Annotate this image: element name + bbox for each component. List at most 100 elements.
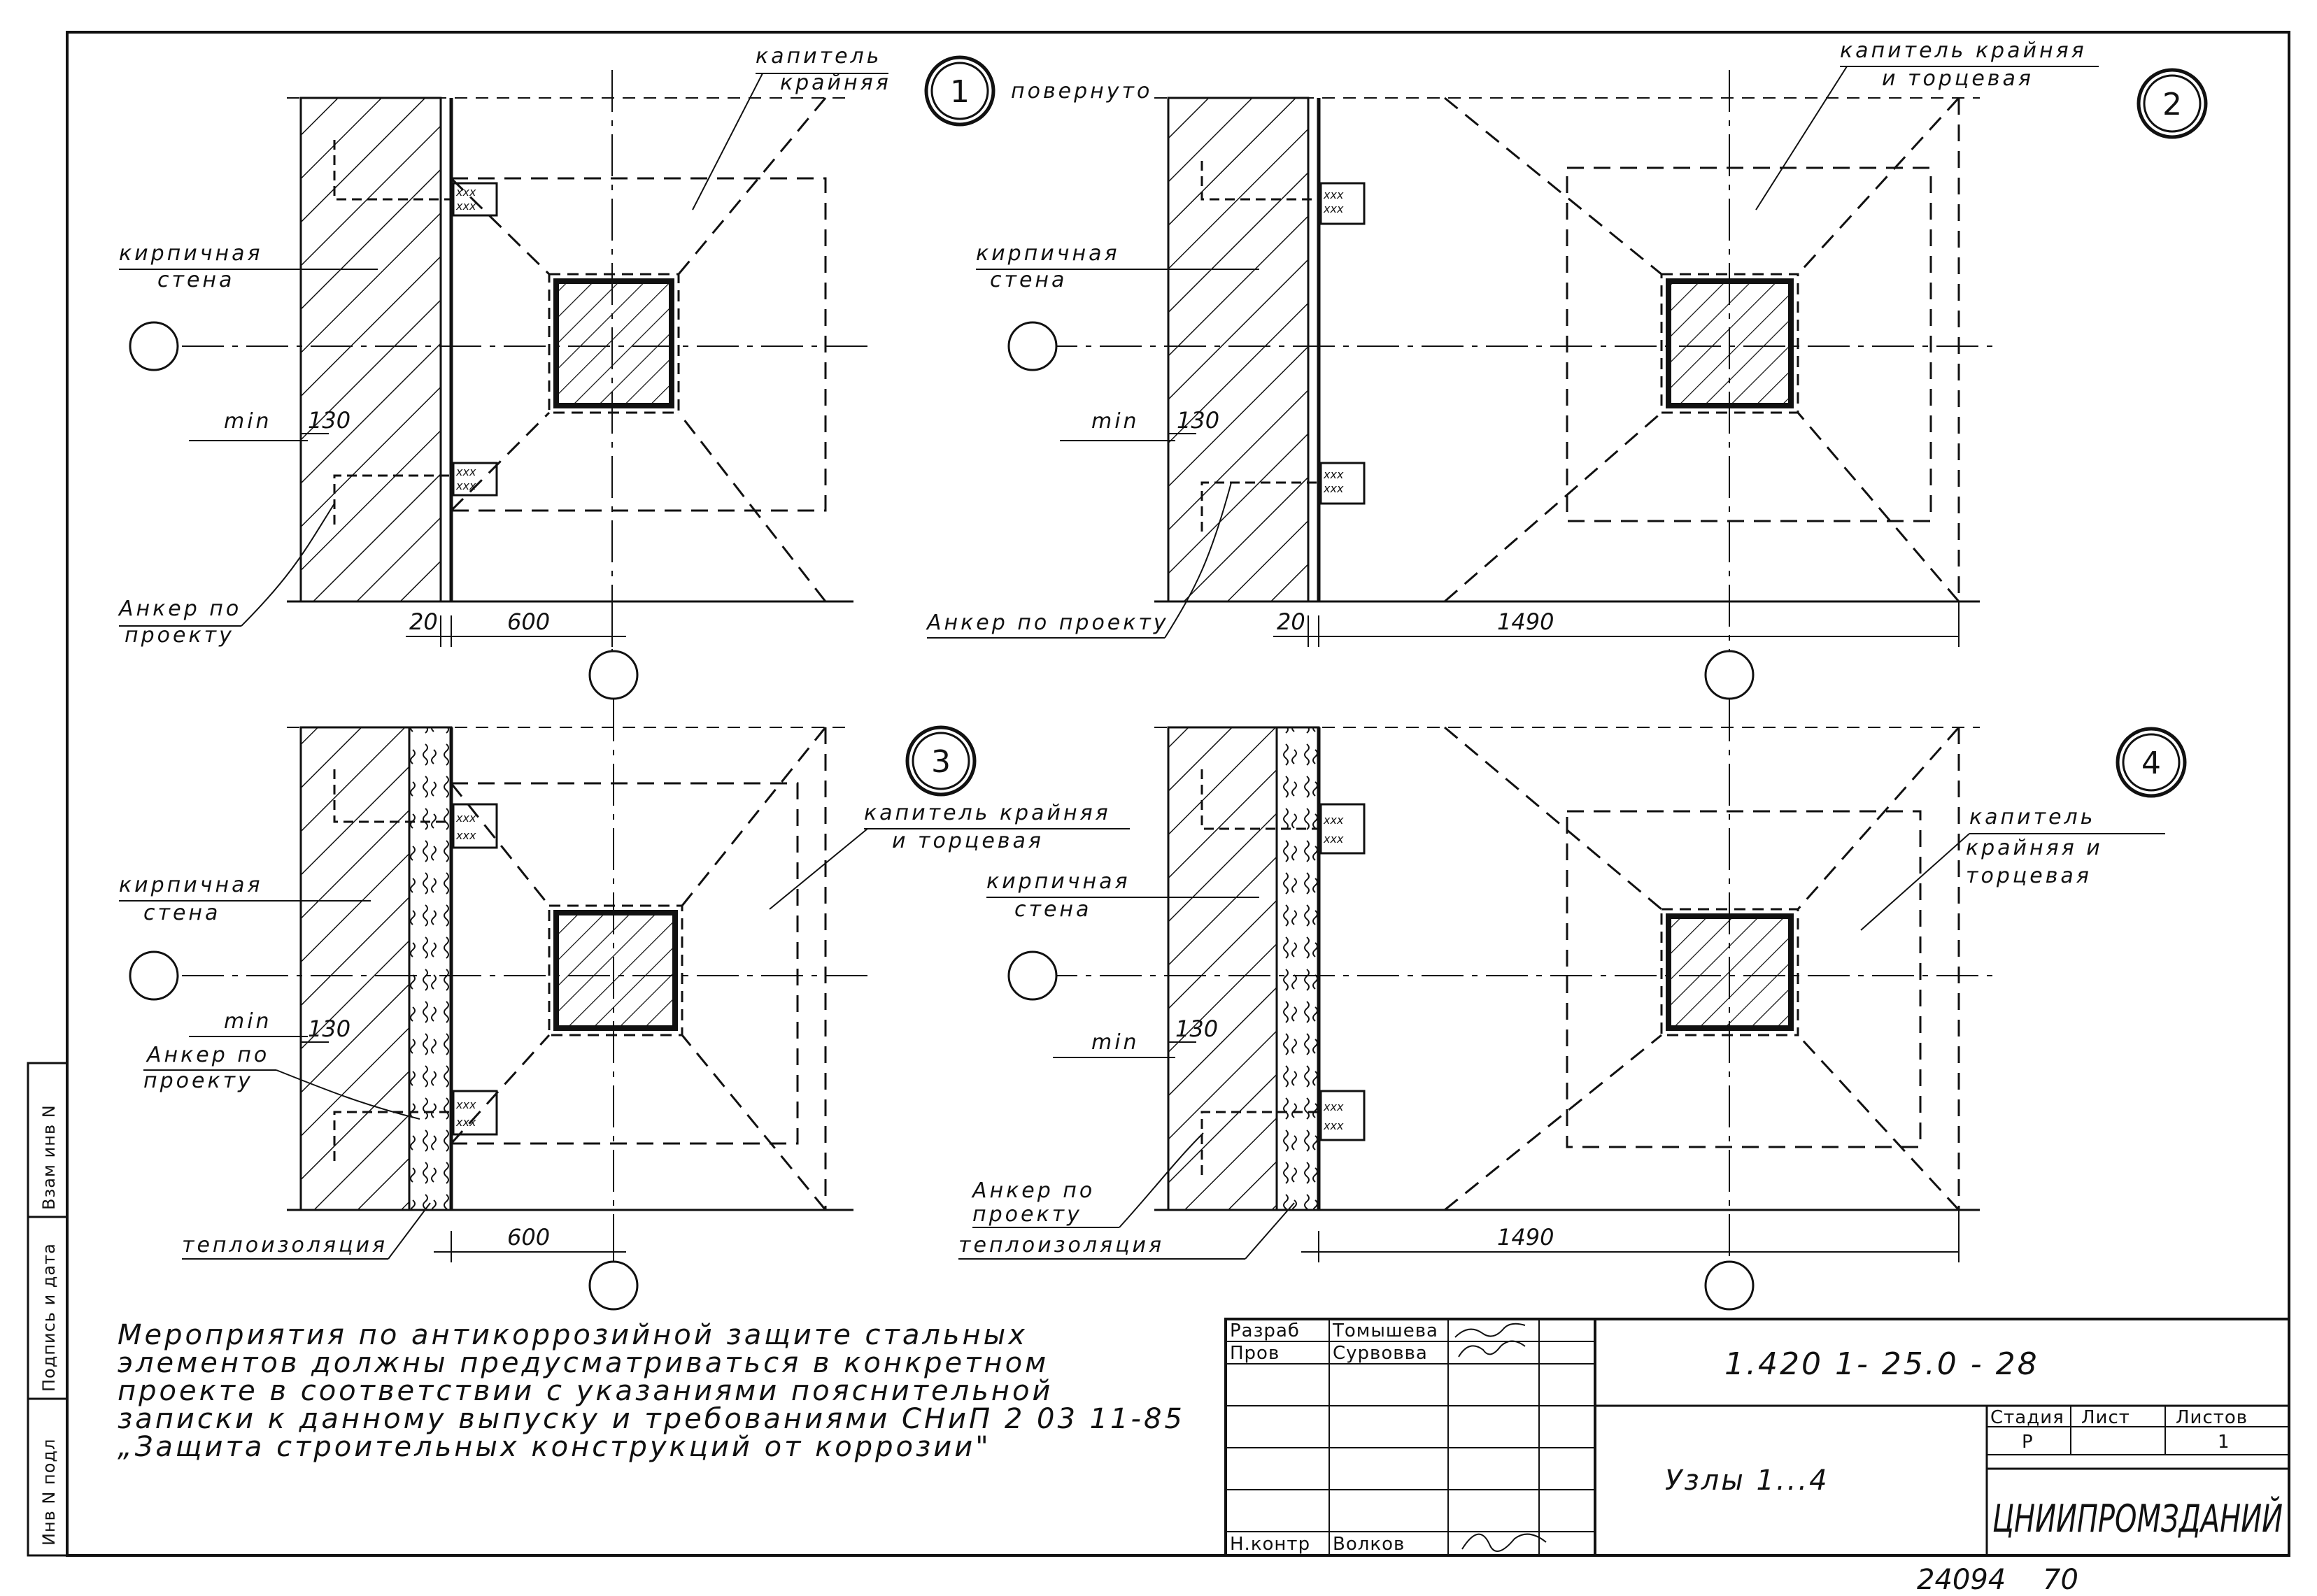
svg-text:xxx: xxx xyxy=(1323,468,1344,481)
svg-text:xxx: xxx xyxy=(455,1116,476,1129)
column-section xyxy=(553,910,678,1031)
sheets-value: 1 xyxy=(2218,1432,2230,1453)
node-number-badge xyxy=(2116,727,2187,798)
brick-wall xyxy=(299,726,411,1211)
node-number: 3 xyxy=(931,744,951,780)
capital-label-line-2: крайняя и xyxy=(1966,836,2103,860)
note-line-1: Мероприятия по антикоррозийной защите ст… xyxy=(118,1319,1028,1351)
node-number: 4 xyxy=(2141,746,2161,781)
dim-min: 130 xyxy=(308,1016,350,1042)
side-stamp-replace: Взам инв N xyxy=(39,1104,59,1210)
note-line-3: проекте в соответствии с указаниями пояс… xyxy=(118,1375,1053,1407)
axis-marker xyxy=(129,321,179,371)
node-3: xxx xxx xxx xxx 600 130 min кирпичная ст… xyxy=(119,699,1130,1311)
brick-wall xyxy=(1167,97,1310,603)
dim-span: 600 xyxy=(507,1224,550,1251)
dim-min: 130 xyxy=(308,407,350,434)
svg-text:xxx: xxx xyxy=(1323,1100,1344,1113)
name-developer: Томышева xyxy=(1332,1320,1438,1341)
capital-label-line-2: крайняя xyxy=(780,71,891,95)
wall-label-line-1: кирпичная xyxy=(119,241,263,266)
anchor-label-line-1: Анкер по xyxy=(118,597,241,621)
column-section xyxy=(553,278,674,408)
svg-text:xxx: xxx xyxy=(455,479,476,492)
insulation-layer xyxy=(408,726,453,1211)
anchor-label-line-2: проекту xyxy=(143,1069,253,1093)
node-2: xxx xxx xxx xxx 20 1490 130 min кирпична… xyxy=(926,38,2208,700)
capital-label-line-1: капитель xyxy=(756,44,881,69)
min-label: min xyxy=(1091,409,1140,434)
dim-gap: 20 xyxy=(409,608,438,635)
svg-text:xxx: xxx xyxy=(455,1098,476,1111)
capital-label-line-3: торцевая xyxy=(1966,864,2092,888)
dim-gap: 20 xyxy=(1277,608,1305,635)
drawing-frame xyxy=(66,31,2290,1557)
svg-text:xxx: xxx xyxy=(455,465,476,478)
node-number-badge xyxy=(2137,68,2208,139)
wall-label-line-1: кирпичная xyxy=(119,873,263,897)
title-block: Разраб Пров Н.контр Томышева Сурвовва Во… xyxy=(1224,1318,2290,1557)
axis-marker xyxy=(1007,950,1058,1001)
svg-text:xxx: xxx xyxy=(1323,1119,1344,1132)
wall-label-line-2: стена xyxy=(1014,897,1091,922)
anchor-label-line-2: проекту xyxy=(972,1202,1082,1227)
anchor-plate xyxy=(1319,1090,1366,1141)
insulation-label: теплоизоляция xyxy=(958,1233,1164,1257)
svg-text:xxx: xxx xyxy=(455,199,476,213)
axis-marker xyxy=(1704,650,1755,700)
capital-label-line-1: капитель xyxy=(1969,805,2095,829)
side-stamp-inv: Инв N подл xyxy=(39,1439,59,1546)
anchor-plate xyxy=(1319,182,1366,225)
signature-mark xyxy=(1461,1533,1547,1552)
min-label: min xyxy=(224,409,272,434)
node-4: xxx xxx xxx xxx 1490 130 min кирпичная с… xyxy=(958,699,2187,1311)
anchor-label-line-1: Анкер по проекту xyxy=(926,611,1169,635)
svg-text:xxx: xxx xyxy=(1323,813,1344,827)
anchor-plate xyxy=(452,1090,498,1136)
brick-wall xyxy=(1167,726,1278,1211)
anchor-plate xyxy=(452,803,498,849)
svg-text:xxx: xxx xyxy=(455,829,476,842)
svg-text:xxx: xxx xyxy=(1323,482,1344,495)
brick-wall xyxy=(299,97,442,603)
capital-label-line-1: капитель крайняя xyxy=(864,801,1111,825)
rotated-label: повернуто xyxy=(1011,79,1152,104)
anchor-plate xyxy=(452,182,498,217)
dim-min: 130 xyxy=(1175,1016,1218,1042)
anchor-label-line-2: проекту xyxy=(125,623,234,648)
sheet-header: Лист xyxy=(2081,1407,2130,1428)
role-norm-control: Н.контр xyxy=(1230,1534,1310,1555)
svg-text:xxx: xxx xyxy=(1323,202,1344,215)
dim-span: 600 xyxy=(507,608,550,635)
dim-span: 1490 xyxy=(1497,1224,1554,1251)
note-line-5: „Защита строительных конструкций от корр… xyxy=(118,1431,991,1463)
stage-header: Стадия xyxy=(1990,1407,2064,1428)
axis-marker xyxy=(129,950,179,1001)
side-stamps: Инв N подл Подпись и дата Взам инв N xyxy=(27,1062,69,1557)
insulation-layer xyxy=(1275,726,1320,1211)
min-label: min xyxy=(224,1009,272,1034)
anchor-label-line-1: Анкер по xyxy=(971,1178,1095,1203)
dim-span: 1490 xyxy=(1497,608,1554,635)
svg-text:xxx: xxx xyxy=(1323,188,1344,201)
svg-text:xxx: xxx xyxy=(455,811,476,825)
axis-marker xyxy=(1007,321,1058,371)
wall-label-line-2: стена xyxy=(143,901,220,925)
archive-number: 24094 xyxy=(1917,1564,2006,1596)
dim-min: 130 xyxy=(1177,407,1219,434)
min-label: min xyxy=(1091,1030,1140,1055)
anchor-plate xyxy=(1319,803,1366,855)
signature-mark xyxy=(1458,1340,1526,1358)
organization: ЦНИИПРОМЗДАНИЙ xyxy=(1992,1497,2283,1541)
node-1: xxx xxx xxx xxx 20 600 130 min кирпичная… xyxy=(118,44,1152,700)
capital-outline xyxy=(450,177,827,512)
name-checker: Сурвовва xyxy=(1333,1343,1428,1364)
sheets-header: Листов xyxy=(2176,1407,2248,1428)
axis-marker xyxy=(588,1260,639,1311)
name-norm-control: Волков xyxy=(1333,1534,1405,1555)
axis-marker xyxy=(588,650,639,700)
wall-label-line-2: стена xyxy=(990,268,1067,292)
drawing-title: Узлы 1...4 xyxy=(1665,1465,1829,1497)
svg-text:xxx: xxx xyxy=(455,185,476,199)
side-stamp-signature: Подпись и дата xyxy=(39,1243,59,1392)
